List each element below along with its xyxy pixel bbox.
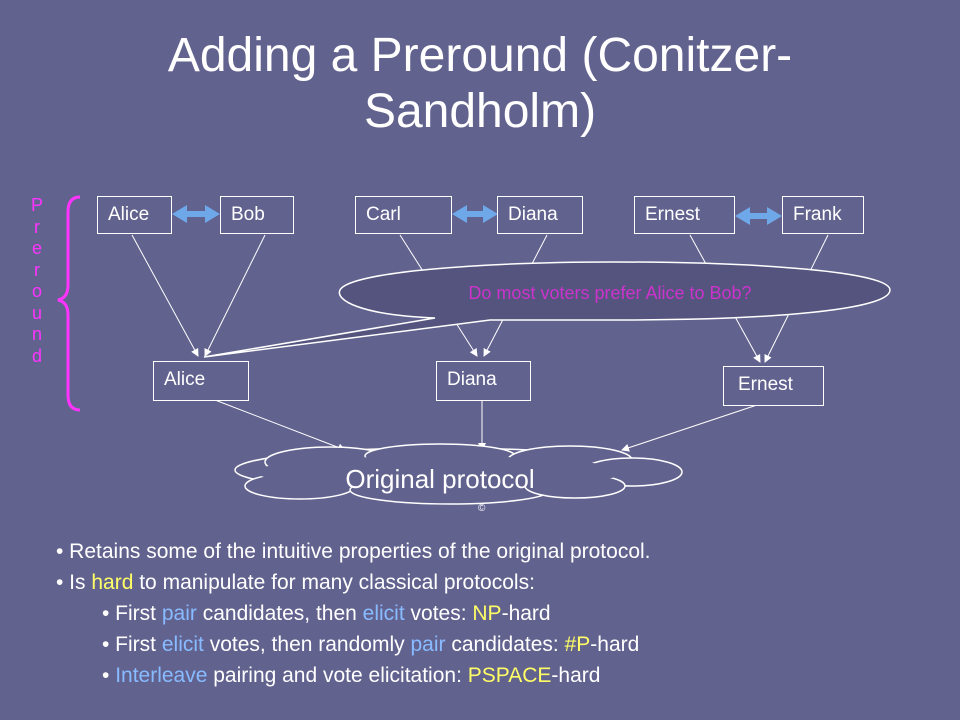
bullet-text: votes, then randomly: [203, 633, 411, 656]
preround-brace: [57, 195, 81, 412]
slide-title: Adding a Preround (Conitzer- Sandholm): [0, 28, 960, 140]
line-alice-to-protocol: [214, 399, 346, 452]
bullet-text: pairing and vote elicitation:: [207, 664, 468, 687]
sub-bullet-item: • First elicit votes, then randomly pair…: [56, 629, 651, 660]
bullet-text: -hard: [501, 602, 551, 625]
pair-arrow-alice-bob: [172, 205, 220, 223]
preround-letter: r: [34, 216, 40, 237]
title-line-2: Sandholm): [363, 85, 597, 138]
preround-letter: d: [31, 345, 42, 366]
winner-box-diana: Diana: [436, 361, 531, 401]
copyright-icon: ©: [478, 503, 486, 514]
highlight-elicit: elicit: [362, 602, 405, 625]
preround-letter: e: [31, 238, 42, 258]
bullet-text: candidates:: [445, 633, 565, 656]
preround-letter: P: [30, 195, 43, 215]
bullet-text: -hard: [551, 664, 601, 687]
bullet-text: -hard: [590, 633, 640, 656]
winner-box-alice: Alice: [153, 361, 249, 401]
protocol-label: Original protocol: [345, 464, 535, 494]
highlight-elicit: elicit: [161, 633, 204, 656]
protocol-cloud: [234, 443, 683, 505]
bullet-text: • Is: [56, 571, 92, 594]
preround-letter: r: [34, 259, 40, 280]
bullet-text: to manipulate for many classical protoco…: [133, 571, 535, 594]
line-alice-to-alice: [131, 234, 199, 357]
candidate-box-frank: Frank: [782, 196, 864, 234]
preround-label: P r e r o u n d: [28, 195, 46, 367]
highlight-pspace: PSPACE: [467, 664, 552, 687]
pair-arrow-carl-diana: [452, 205, 498, 223]
highlight-np: NP: [472, 602, 502, 625]
candidate-box-alice: Alice: [97, 196, 172, 234]
bullet-text: •: [102, 664, 116, 687]
bullet-item: • Is hard to manipulate for many classic…: [56, 567, 651, 598]
title-line-1: Adding a Preround (Conitzer-: [167, 29, 793, 82]
candidate-box-diana: Diana: [497, 196, 583, 234]
preround-letter: n: [31, 324, 42, 344]
highlight-pair: pair: [410, 633, 446, 656]
bullet-item: • Retains some of the intuitive properti…: [56, 540, 651, 563]
bullet-text: votes:: [404, 602, 473, 625]
candidate-box-carl: Carl: [355, 196, 452, 234]
highlight-sharp-p: #P: [564, 633, 591, 656]
callout-bubble: [203, 261, 891, 358]
line-ernest-to-protocol: [621, 403, 761, 452]
pair-arrow-ernest-frank: [735, 207, 782, 225]
winner-box-ernest: Ernest: [723, 366, 824, 406]
bullet-text: • First: [102, 602, 162, 625]
preround-letter: o: [31, 281, 42, 301]
line-bob-to-alice: [204, 234, 266, 357]
candidate-box-ernest: Ernest: [634, 196, 735, 234]
sub-bullet-item: • Interleave pairing and vote elicitatio…: [56, 660, 651, 691]
bullet-text: • First: [102, 633, 162, 656]
highlight-interleave: Interleave: [115, 664, 208, 687]
preround-letter: u: [31, 302, 42, 323]
bullet-text: candidates, then: [196, 602, 363, 625]
sub-bullet-item: • First pair candidates, then elicit vot…: [56, 598, 651, 629]
callout-text: Do most voters prefer Alice to Bob?: [468, 283, 752, 303]
candidate-box-bob: Bob: [220, 196, 294, 234]
highlight-hard: hard: [91, 571, 134, 594]
highlight-pair: pair: [161, 602, 197, 625]
bullet-list: • Retains some of the intuitive properti…: [56, 536, 651, 691]
